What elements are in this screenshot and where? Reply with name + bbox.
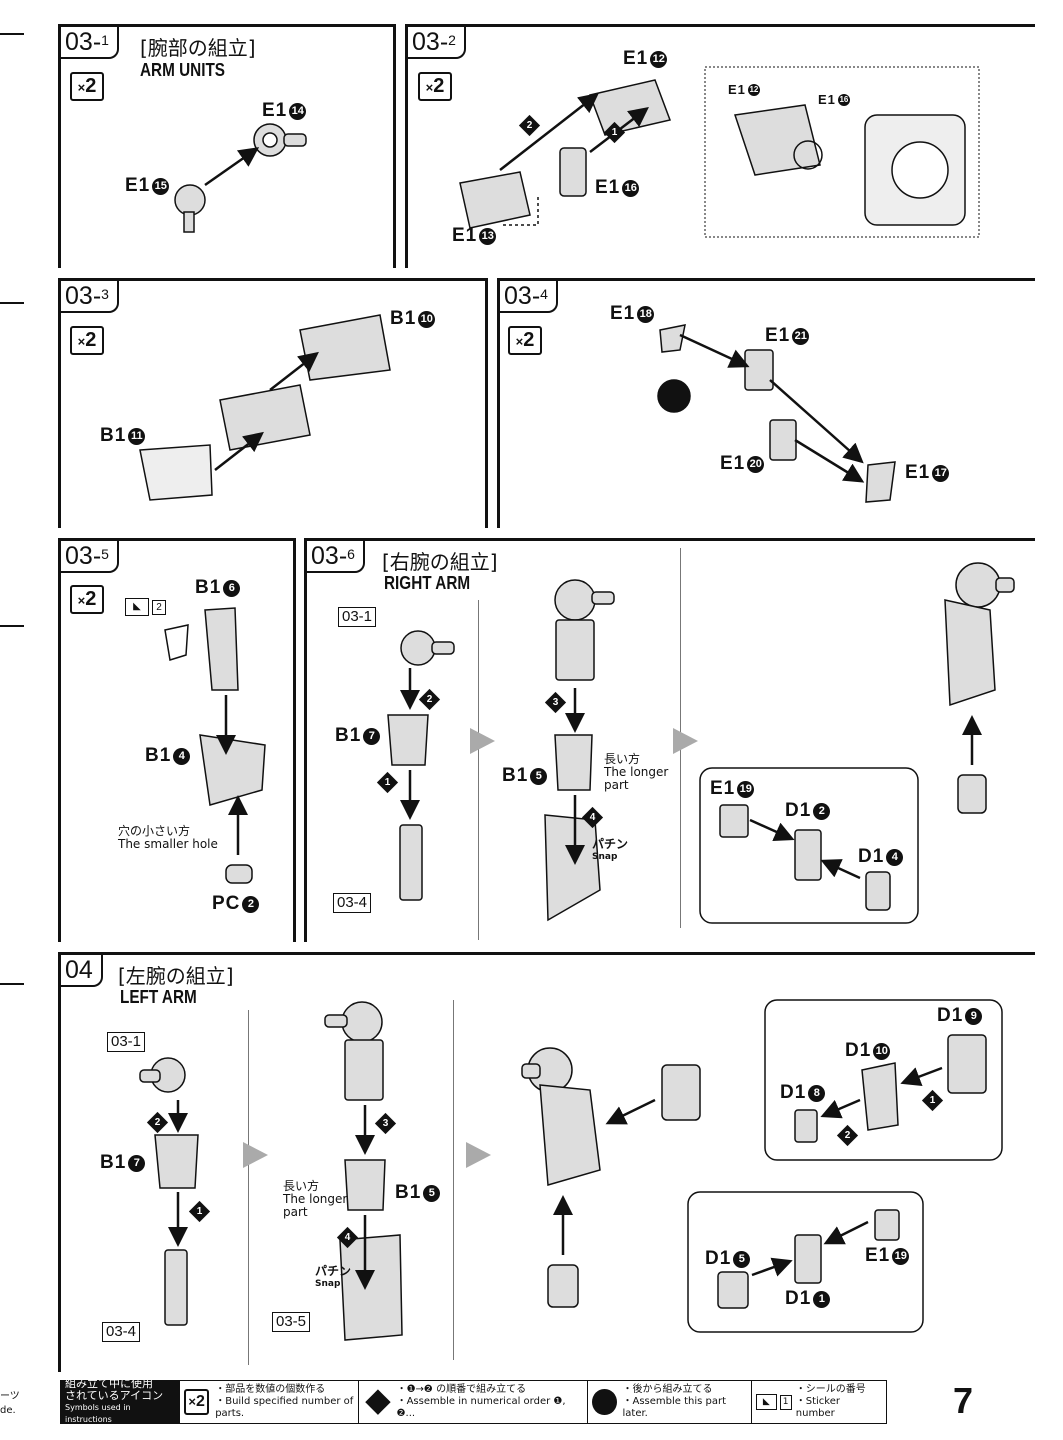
step-03-4 [497, 278, 1035, 528]
crop-mark [0, 302, 24, 304]
sticker-number: 2 [152, 600, 166, 615]
order-marker: 2 [146, 1111, 169, 1134]
multiplier-badge: ×2 [418, 72, 452, 101]
step-03-2 [405, 24, 1035, 268]
crop-mark [0, 983, 24, 985]
step-number: 03-5 [61, 541, 119, 573]
legend-sticker: ◣1・シールの番号・Sticker number [752, 1381, 880, 1423]
order-marker: 1 [376, 771, 399, 794]
divider [248, 1010, 249, 1365]
step-number: 04 [61, 955, 103, 987]
order-marker: 2 [518, 114, 541, 137]
step-reference: 03-1 [338, 607, 377, 627]
multiplier-badge: ×2 [70, 326, 104, 355]
order-marker: 1 [603, 121, 626, 144]
step-reference: 03-1 [107, 1032, 146, 1052]
step-number: 03-4 [500, 281, 558, 313]
step-reference: 03-4 [333, 893, 372, 913]
page-number: 7 [952, 1380, 973, 1421]
order-marker: 4 [336, 1226, 359, 1249]
divider [453, 1000, 454, 1360]
legend-order: ・❶→❷ の順番で組み立てる・Assemble in numerical ord… [359, 1381, 588, 1423]
divider [478, 600, 479, 940]
crop-mark [0, 33, 24, 35]
step-title-en: RIGHT ARM [384, 573, 471, 593]
step-number: 03-2 [408, 27, 466, 59]
step-03-6 [304, 538, 1035, 942]
step-number: 03-3 [61, 281, 119, 313]
step-title-en: ARM UNITS [140, 60, 225, 80]
step-title-jp: [右腕の組立] [382, 550, 498, 574]
step-number: 03-6 [307, 541, 365, 573]
order-marker: 4 [581, 806, 604, 829]
order-marker: 3 [374, 1112, 397, 1135]
multiplier-badge: ×2 [70, 585, 104, 614]
side-text: de. [0, 1405, 16, 1416]
legend-later: ・後から組み立てる・Assemble this part later. [588, 1381, 752, 1423]
order-marker: 1 [188, 1200, 211, 1223]
multiplier-badge: ×2 [70, 72, 104, 101]
step-title-jp: [腕部の組立] [140, 36, 256, 60]
order-marker: 1 [921, 1089, 944, 1112]
crop-mark [0, 625, 24, 627]
sticker-icon: ◣ [125, 598, 149, 616]
step-title-jp: [左腕の組立] [118, 964, 234, 988]
step-reference: 03-4 [102, 1322, 141, 1342]
step-03-3 [58, 278, 488, 528]
step-03-1 [58, 24, 396, 268]
side-text: ーツ [0, 1391, 20, 1402]
step-04 [58, 952, 1035, 1372]
step-03-5 [58, 538, 296, 942]
multiplier-badge: ×2 [508, 326, 542, 355]
order-marker: 3 [544, 691, 567, 714]
order-marker: 2 [836, 1124, 859, 1147]
step-reference: 03-5 [272, 1312, 311, 1332]
step-title-en: LEFT ARM [120, 987, 197, 1007]
step-number: 03-1 [61, 27, 119, 59]
order-marker: 2 [418, 688, 441, 711]
legend-multiplier: ×2・部品を数値の個数作る・Build specified number of … [180, 1381, 359, 1423]
